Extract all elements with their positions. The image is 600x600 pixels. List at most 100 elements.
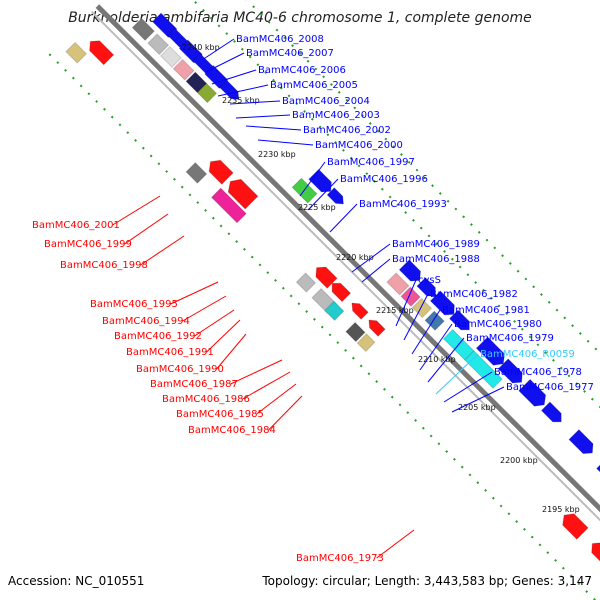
reverse-gene — [89, 40, 115, 66]
reverse-gene — [351, 302, 369, 321]
forward-label-leader — [395, 279, 417, 327]
forward-gene-shape — [448, 309, 470, 331]
scale-tick-label: 2225 kbp — [298, 203, 336, 212]
outer-guide-line — [245, 0, 600, 355]
map-title: Burkholderia ambifaria MC40-6 chromosome… — [68, 10, 532, 26]
forward-label-leader — [245, 125, 302, 131]
forward-label-leader — [229, 100, 281, 105]
cog-box-shape — [386, 272, 410, 296]
cog-box-shape — [464, 350, 503, 389]
reverse-label-leader — [256, 383, 297, 415]
cog-box — [172, 58, 195, 81]
forward-label-leader — [235, 114, 291, 119]
reverse-cog-box — [295, 272, 317, 293]
forward-gene-shape — [568, 428, 594, 455]
reverse-gene — [315, 266, 338, 289]
forward-gene — [540, 401, 562, 423]
forward-gene-label: BamMC406_1980 — [454, 319, 542, 330]
reverse-label-leader — [206, 319, 241, 353]
forward-label-leader — [411, 309, 441, 355]
cog-box — [424, 310, 445, 331]
forward-gene-label: BamMC406_R0059 — [480, 349, 575, 360]
forward-gene — [448, 309, 470, 331]
cog-box — [386, 272, 410, 296]
reverse-label-leader — [112, 195, 161, 226]
forward-gene-label: cysS — [418, 275, 441, 286]
forward-gene-label: BamMC406_2004 — [282, 96, 370, 107]
reverse-label-leader — [230, 359, 283, 385]
forward-gene-shape — [595, 456, 600, 487]
reverse-gene — [562, 513, 589, 540]
scale-tick-label: 2200 kbp — [500, 456, 538, 465]
forward-gene-label: BamMC406_2007 — [246, 48, 334, 59]
reverse-cog-box — [65, 41, 88, 64]
cog-box — [196, 82, 218, 104]
reverse-label-leader — [170, 281, 219, 305]
reverse-label-leader — [182, 295, 227, 322]
forward-label-leader — [299, 161, 326, 197]
reverse-cog-box — [323, 300, 345, 322]
reverse-gene-shape — [331, 282, 352, 303]
reverse-gene — [331, 282, 352, 303]
scale-tick-label: 2215 kbp — [376, 306, 414, 315]
forward-label-leader — [205, 52, 245, 73]
reverse-cog-box — [210, 187, 247, 224]
reverse-gene — [208, 159, 234, 185]
reverse-gene — [591, 542, 600, 567]
forward-label-leader — [211, 69, 257, 85]
forward-gene-label: BamMC406_2003 — [292, 110, 380, 121]
reverse-cog-box-shape — [210, 187, 247, 224]
forward-gene-label: BamMC406_1982 — [430, 289, 518, 300]
cog-box-shape — [196, 82, 218, 104]
scale-tick-label: 2205 kbp — [458, 403, 496, 412]
forward-gene-shape — [518, 378, 547, 407]
reverse-gene-label: BamMC406_1999 — [44, 239, 132, 250]
reverse-gene-shape — [89, 40, 115, 66]
forward-label-leader — [217, 84, 269, 97]
reverse-gene-label: BamMC406_1986 — [162, 394, 250, 405]
reverse-gene-label: BamMC406_1987 — [150, 379, 238, 390]
forward-gene-shape — [218, 79, 240, 100]
reverse-gene-shape — [315, 266, 338, 289]
cog-box-shape — [172, 58, 195, 81]
forward-gene-label: BamMC406_1989 — [392, 239, 480, 250]
reverse-label-leader — [124, 213, 169, 245]
scale-tick-label: 2240 kbp — [182, 43, 220, 52]
forward-gene-shape — [475, 336, 506, 366]
forward-gene-shape — [497, 358, 523, 384]
reverse-gene — [227, 178, 259, 210]
reverse-gene-shape — [351, 302, 369, 321]
reverse-label-leader — [216, 333, 247, 370]
scale-tick-label: 2235 kbp — [222, 96, 260, 105]
cog-box — [159, 46, 182, 68]
reverse-gene-label: BamMC406_1985 — [176, 409, 264, 420]
forward-label-leader — [443, 371, 493, 403]
reverse-guide-line — [48, 53, 597, 600]
forward-gene-label: BamMC406_1977 — [506, 382, 594, 393]
accession-text: Accession: NC_010551 — [8, 574, 145, 588]
forward-guide-line — [191, 0, 600, 409]
forward-label-leader — [351, 243, 391, 273]
forward-gene-label: BamMC406_1997 — [327, 157, 415, 168]
cog-box-shape — [159, 46, 182, 68]
cog-box — [464, 350, 503, 389]
reverse-gene-shape — [591, 542, 600, 567]
reverse-cog-box-shape — [295, 272, 317, 293]
forward-label-leader — [307, 178, 339, 211]
forward-label-leader — [201, 38, 235, 61]
forward-gene-label: BamMC406_1988 — [392, 254, 480, 265]
forward-gene-shape — [326, 187, 344, 205]
forward-label-leader — [419, 323, 453, 371]
reverse-cog-box — [356, 333, 376, 353]
cog-box-shape — [411, 297, 433, 319]
reverse-gene — [368, 319, 386, 337]
forward-gene-label: BamMC406_2008 — [236, 34, 324, 45]
cog-box-shape — [400, 286, 421, 307]
reverse-gene-label: BamMC406_1998 — [60, 260, 148, 271]
topology-text: Topology: circular; Length: 3,443,583 bp… — [262, 574, 592, 588]
reverse-gene-shape — [562, 513, 589, 540]
reverse-gene-label: BamMC406_1973 — [296, 553, 384, 564]
forward-gene-label: BamMC406_2006 — [258, 65, 346, 76]
